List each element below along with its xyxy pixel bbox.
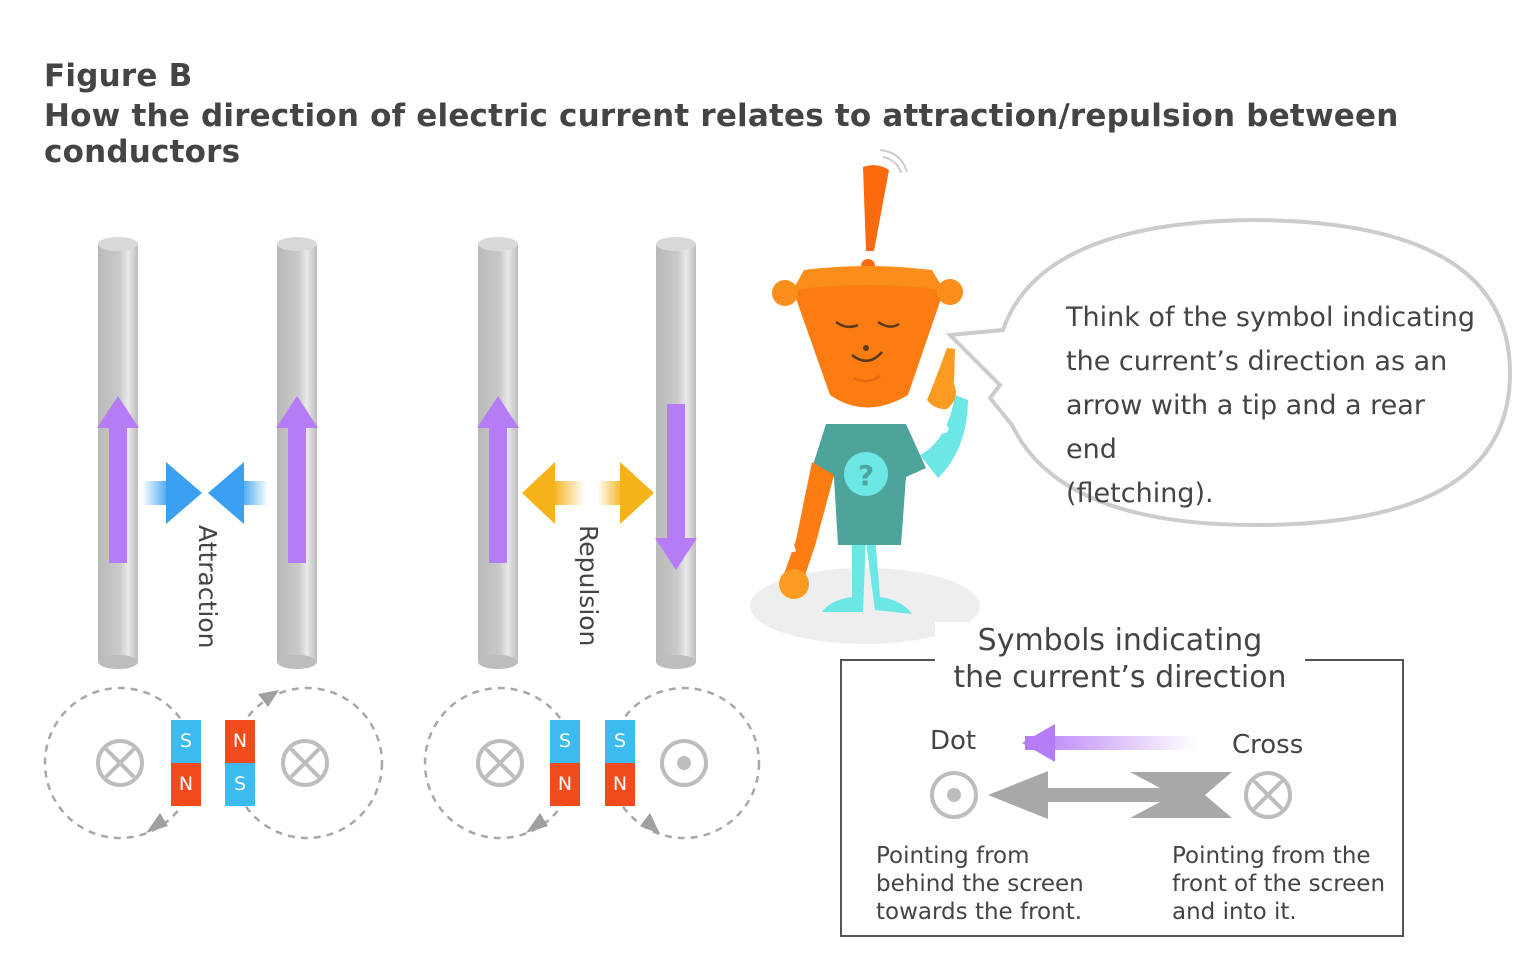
- figure-title: How the direction of electric current re…: [44, 98, 1399, 170]
- arm-s-letter: S: [936, 416, 950, 438]
- dot-description: Pointing from behind the screen towards …: [876, 843, 1084, 925]
- cross-label: Cross: [1232, 730, 1304, 760]
- cross-icon: [281, 739, 329, 787]
- legend-title-line: the current’s direction: [953, 660, 1287, 695]
- magnet-pole-s: S: [171, 720, 201, 763]
- legend-direction-arrow: [1025, 736, 1197, 750]
- speech-line: Think of the symbol indicating: [1066, 302, 1476, 333]
- repulsion-arrow-icon: [522, 462, 654, 524]
- dot-icon: [660, 739, 708, 787]
- magnet-pole-s: S: [225, 763, 255, 806]
- character-mascot: [750, 149, 980, 644]
- dot-label: Dot: [930, 726, 977, 756]
- speech-bubble: [945, 217, 1513, 528]
- legend-title-line: Symbols indicating: [977, 623, 1263, 658]
- field-direction-arrowheads: [146, 690, 660, 834]
- legend-dot-icon: [930, 771, 978, 819]
- magnetic-field-lines: [43, 686, 761, 840]
- arm-n-letter: N: [779, 536, 799, 560]
- legend-cross-icon: [1244, 771, 1292, 819]
- speech-line: the current’s direction as an: [1066, 346, 1448, 377]
- cross-icon: [476, 739, 524, 787]
- legend-title: Symbols indicating the current’s directi…: [935, 622, 1305, 696]
- current-up-arrow: [97, 396, 139, 563]
- current-down-arrow: [655, 404, 697, 570]
- magnet-pole-s: S: [550, 720, 580, 763]
- magnet-pole-s: S: [605, 720, 635, 763]
- magnet-pole-n: N: [225, 720, 255, 763]
- current-up-arrow: [477, 396, 519, 563]
- speech-line: arrow with a tip and a rear end: [1066, 390, 1425, 465]
- conductor-rod: [98, 237, 138, 669]
- repulsion-label: Repulsion: [574, 525, 603, 647]
- cross-icon: [96, 739, 144, 787]
- attraction-arrow-icon: [142, 462, 268, 524]
- figure-label: Figure B: [44, 58, 193, 94]
- magnet-pole-n: N: [550, 763, 580, 806]
- speech-line: (fletching).: [1066, 478, 1214, 509]
- shirt-question-mark: ?: [858, 459, 874, 492]
- magnet-pole-n: N: [605, 763, 635, 806]
- attraction-label: Attraction: [193, 525, 222, 649]
- magnet-pole-n: N: [171, 763, 201, 806]
- current-up-arrow: [276, 396, 318, 563]
- speech-bubble-text: Think of the symbol indicating the curre…: [1066, 296, 1476, 516]
- cross-description: Pointing from the front of the screen an…: [1172, 843, 1386, 925]
- fletched-arrow-icon: [988, 771, 1232, 819]
- legend-arrow-head: [1022, 724, 1055, 762]
